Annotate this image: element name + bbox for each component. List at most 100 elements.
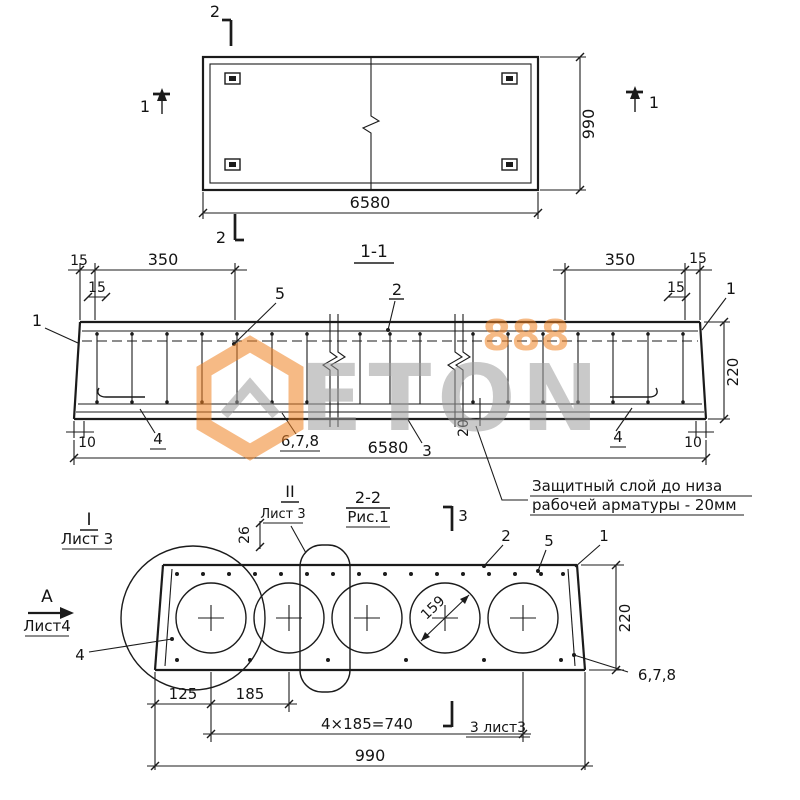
view-subtitle: Рис.1: [347, 508, 388, 526]
dim-text: 220: [724, 358, 742, 387]
callout-label: 4: [75, 646, 85, 664]
plan-dim-length: 6580: [198, 192, 543, 219]
bar-hook-left: [97, 387, 145, 398]
callout-label: 6,7,8: [281, 432, 319, 450]
plan-dim-width: 990: [540, 52, 598, 195]
dim-text: 15: [667, 280, 685, 296]
callout-1-left: 1: [32, 311, 79, 344]
section-marker-1-right: 1: [626, 86, 659, 112]
dim-text: 15: [70, 253, 88, 269]
dim-text: 125: [169, 685, 198, 703]
dim-text: 4×185=740: [321, 715, 413, 733]
callout-label: 4: [153, 430, 163, 448]
rebar-dots: [175, 572, 565, 662]
dim-text: 6580: [350, 193, 391, 212]
section-marker-3-top: 3: [443, 505, 468, 531]
lifting-loop: [501, 158, 518, 171]
plan-view: 2 2 1 1 6580: [140, 2, 659, 247]
view-arrow-A: А Лист4: [23, 587, 74, 637]
section-marker-1-left: 1: [140, 88, 170, 116]
dim-text: 6580: [368, 438, 409, 457]
callout-5: 5: [536, 532, 554, 573]
callout-label: 5: [544, 532, 554, 550]
core-circle: [331, 582, 403, 654]
detail-sheet-ref: Лист 3: [61, 530, 113, 548]
callout-label: 1: [726, 279, 736, 298]
dim-text: 10: [78, 435, 96, 451]
dim-text: 20: [456, 419, 472, 437]
callout-2: 2: [482, 527, 511, 568]
protective-layer-note: Защитный слой до низа рабочей арматуры -…: [475, 425, 752, 516]
dims-top-left: 15 350 15: [68, 250, 247, 320]
dim-10-right: 10: [684, 421, 714, 451]
section-dim-height: 220: [704, 317, 742, 424]
detail-boundary-II: [299, 544, 351, 693]
callout-4-right: 4: [610, 407, 633, 448]
core-circle: [175, 582, 247, 654]
hollow-cores: [175, 582, 559, 654]
section-1-1-view: 1-1: [32, 242, 752, 516]
dim-text: 350: [148, 250, 179, 269]
view-label: А: [41, 587, 53, 607]
callout-label: 3: [422, 442, 432, 460]
core-circle: [253, 582, 325, 654]
note-text-line1: Защитный слой до низа: [532, 477, 722, 495]
stirrups: [95, 332, 685, 404]
section-label: 1: [649, 93, 659, 112]
plan-break-line: [361, 57, 381, 190]
dim-text: 990: [579, 109, 598, 140]
callout-label: 6,7,8: [638, 666, 676, 684]
note-text-line2: рабочей арматуры - 20мм: [532, 496, 737, 514]
lifting-loop: [224, 158, 241, 171]
view-sheet-ref: Лист4: [23, 617, 71, 635]
callout-label: 1: [32, 311, 42, 330]
detail-label: II: [285, 482, 294, 501]
detail-sheet-ref: Лист 3: [260, 507, 305, 522]
core-circle: [487, 582, 559, 654]
dim-26: 26: [237, 518, 265, 552]
detail-marker-I: I Лист 3: [61, 510, 266, 691]
callout-label: 1: [599, 527, 609, 545]
callout-label: 5: [275, 284, 285, 303]
detail-marker-II: II Лист 3: [260, 482, 307, 554]
callout-2: 2: [386, 280, 404, 332]
callout-1: 1: [574, 527, 609, 568]
dim-text: 185: [236, 685, 265, 703]
dim-text: 15: [689, 251, 707, 267]
dim-10-left: 10: [66, 421, 96, 451]
section-marker-2-bottom: 2: [216, 214, 244, 247]
section-label: 3: [458, 507, 468, 525]
panel-cross-section-outline: [153, 563, 587, 672]
core-circle: [409, 582, 481, 654]
dim-text: 350: [605, 250, 636, 269]
section-label: 3 лист3: [470, 720, 526, 736]
break-lines: [321, 314, 472, 427]
detail-circle-I: [120, 545, 266, 691]
section-label: 1: [140, 97, 150, 116]
callout-3: 3: [406, 417, 432, 460]
cross-bottom-dims: 125 185 4×185=740 990: [147, 672, 593, 771]
section-label: 2: [216, 228, 226, 247]
callout-label: 2: [392, 280, 402, 299]
dim-text: 990: [355, 746, 386, 765]
section-2-2-title: 2-2 Рис.1: [346, 488, 390, 528]
callout-label: 2: [501, 527, 511, 545]
dims-top-right: 350 15 15 1: [553, 250, 736, 331]
dim-text: 10: [684, 435, 702, 451]
view-title: 2-2: [355, 488, 381, 507]
section-marker-3-bottom: 3 лист3: [443, 701, 530, 738]
dim-20-cover: 20: [456, 398, 488, 437]
lifting-loop: [224, 72, 241, 85]
lifting-loop: [501, 72, 518, 85]
callout-4-left: 4: [139, 408, 166, 450]
section-label: 2: [210, 2, 220, 21]
callout-4: 4: [75, 637, 174, 664]
dim-text: 26: [237, 526, 253, 544]
cross-dim-height: 220: [581, 560, 634, 675]
bar-hook-right: [610, 387, 658, 398]
dim-text: 220: [616, 604, 634, 633]
section-1-1-title: 1-1: [354, 242, 394, 264]
